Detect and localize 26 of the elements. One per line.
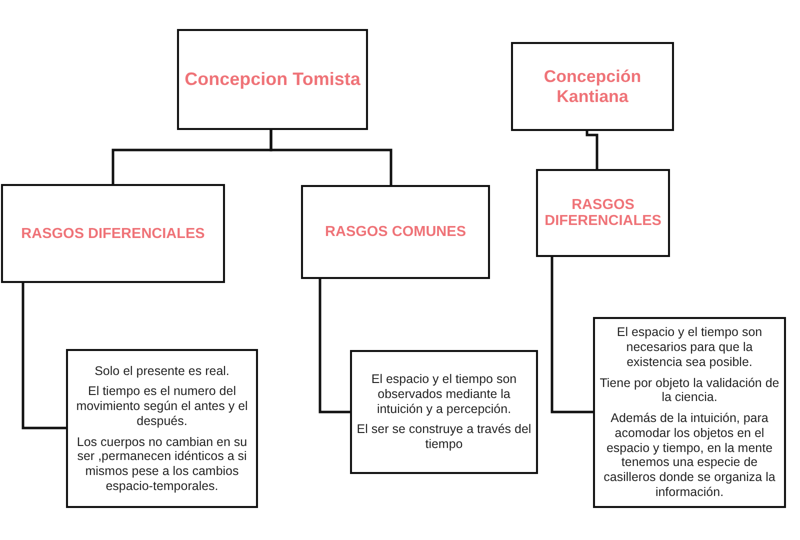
box-text: El espacio y el tiempo son observados mediante la intuición y a percepción.	[370, 372, 518, 416]
box-text: Los cuerpos no cambian en su ser ,permanecen idénticos a si mismos pese a los cambios espacio-temporales.	[76, 434, 248, 494]
connector-line	[318, 279, 350, 414]
box-heading: RASGOS DIFERENCIALES	[544, 197, 662, 229]
description-box	[66, 349, 258, 508]
description-box	[593, 317, 786, 508]
box-heading: RASGOS DIFERENCIALES	[21, 226, 205, 242]
box-text: Tiene por objeto la validación de la ciencia.	[598, 376, 780, 406]
concept-box	[511, 42, 674, 131]
description-box	[350, 350, 538, 474]
box-text: El espacio y el tiempo son necesarios para que la existencia sea posible.	[616, 325, 764, 370]
concept-box	[536, 169, 670, 257]
box-heading: Concepcion Tomista	[184, 69, 360, 90]
connector-line	[586, 131, 598, 169]
concept-box	[1, 184, 225, 283]
box-heading: RASGOS COMUNES	[325, 224, 466, 240]
connector-line	[270, 130, 392, 185]
connector-line	[22, 283, 66, 430]
box-text: Además de la intuición, para acomodar los objetos en el espacio y tiempo, en la mente tenemos una especie de casilleros donde se organiza la información.	[602, 411, 776, 500]
box-text: El tiempo es el numero del movimiento según el antes y el después.	[75, 384, 249, 428]
concept-box	[177, 29, 368, 130]
box-text: El ser se construye a través del tiempo	[356, 422, 532, 452]
box-heading: Concepción Kantiana	[542, 66, 642, 106]
concept-box	[301, 185, 490, 279]
box-text: Solo el presente es real.	[94, 364, 230, 378]
connector-line	[550, 257, 593, 414]
